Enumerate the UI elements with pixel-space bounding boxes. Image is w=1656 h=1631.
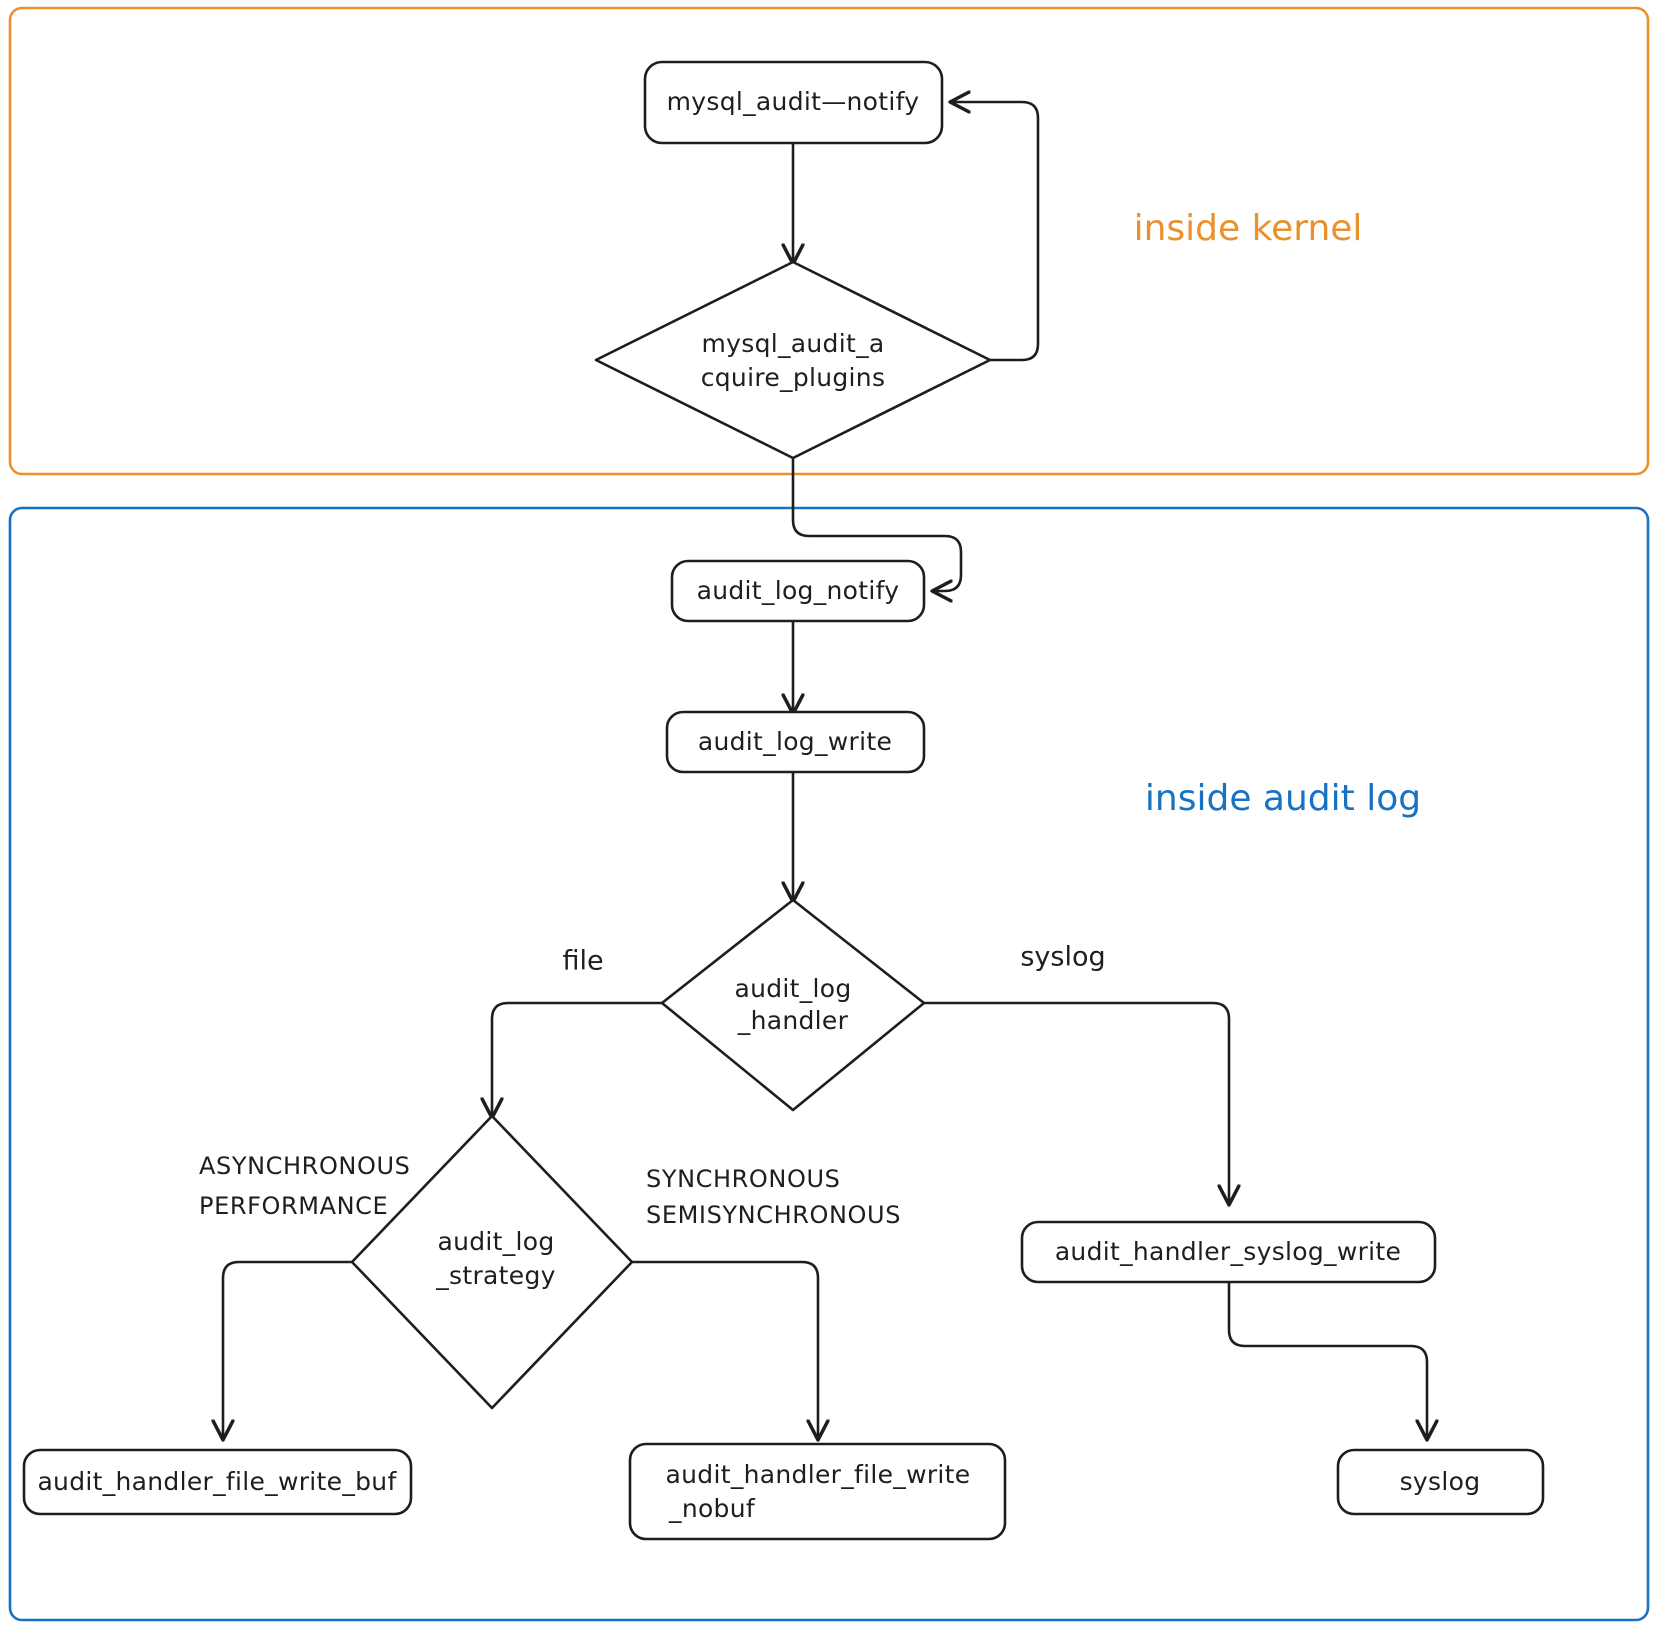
edge-syslog-write-to-syslog [1227, 1281, 1427, 1438]
edge-strategy-to-file-write-nobuf [630, 1260, 818, 1438]
node-mysql-audit-notify[interactable]: mysql_audit—notify [643, 60, 944, 145]
node-label-handler-line2: _handler [737, 1006, 849, 1035]
edge-label-asynchronous: ASYNCHRONOUS [199, 1152, 410, 1180]
node-audit-handler-syslog-write[interactable]: audit_handler_syslog_write [1020, 1220, 1437, 1284]
node-audit-log-handler[interactable]: audit_log _handler [660, 898, 926, 1112]
node-label-file-write-nobuf-line2: _nobuf [668, 1494, 756, 1523]
node-label-syslog-write: audit_handler_syslog_write [1055, 1237, 1401, 1266]
node-audit-log-notify[interactable]: audit_log_notify [670, 559, 926, 623]
node-label-strategy-line2: _strategy [435, 1261, 555, 1290]
edge-handler-to-strategy-file [492, 1001, 664, 1116]
node-label-acquire-line2: cquire_plugins [701, 363, 886, 392]
edge-label-performance: PERFORMANCE [199, 1192, 388, 1220]
edge-label-syslog: syslog [1020, 942, 1105, 973]
node-label-syslog: syslog [1400, 1467, 1481, 1496]
edge-handler-to-syslog-write [922, 1001, 1229, 1203]
node-syslog[interactable]: syslog [1336, 1448, 1545, 1516]
edge-label-semisynchronous: SEMISYNCHRONOUS [646, 1201, 901, 1229]
group-frame-kernel [8, 6, 1650, 476]
node-label-file-write-nobuf-line1: audit_handler_file_write [666, 1460, 971, 1489]
node-label-audit-log-notify: audit_log_notify [697, 576, 900, 605]
node-audit-handler-file-write-nobuf[interactable]: audit_handler_file_write _nobuf [628, 1442, 1007, 1541]
edge-acquire-to-notify [952, 102, 1040, 362]
group-frame-audit-log [8, 506, 1650, 1622]
node-label-audit-log-write: audit_log_write [698, 727, 892, 756]
node-label-handler-line1: audit_log [734, 974, 851, 1003]
edge-strategy-to-file-write-buf [223, 1260, 354, 1438]
edge-label-file: file [562, 946, 603, 977]
group-title-kernel: inside kernel [1134, 208, 1363, 249]
node-label-mysql-audit-notify: mysql_audit—notify [667, 87, 920, 116]
node-audit-log-write[interactable]: audit_log_write [665, 710, 926, 774]
node-label-strategy-line1: audit_log [437, 1227, 554, 1256]
node-mysql-audit-acquire-plugins[interactable]: mysql_audit_a cquire_plugins [594, 260, 992, 460]
node-audit-log-strategy[interactable]: audit_log _strategy [350, 1114, 634, 1410]
node-audit-handler-file-write-buf[interactable]: audit_handler_file_write_buf [22, 1448, 413, 1516]
edge-acquire-to-audit-log-notify [791, 456, 963, 591]
node-label-file-write-buf: audit_handler_file_write_buf [37, 1467, 397, 1496]
group-title-audit-log: inside audit log [1145, 778, 1421, 819]
node-label-acquire-line1: mysql_audit_a [702, 329, 885, 358]
edge-label-synchronous: SYNCHRONOUS [646, 1165, 840, 1193]
